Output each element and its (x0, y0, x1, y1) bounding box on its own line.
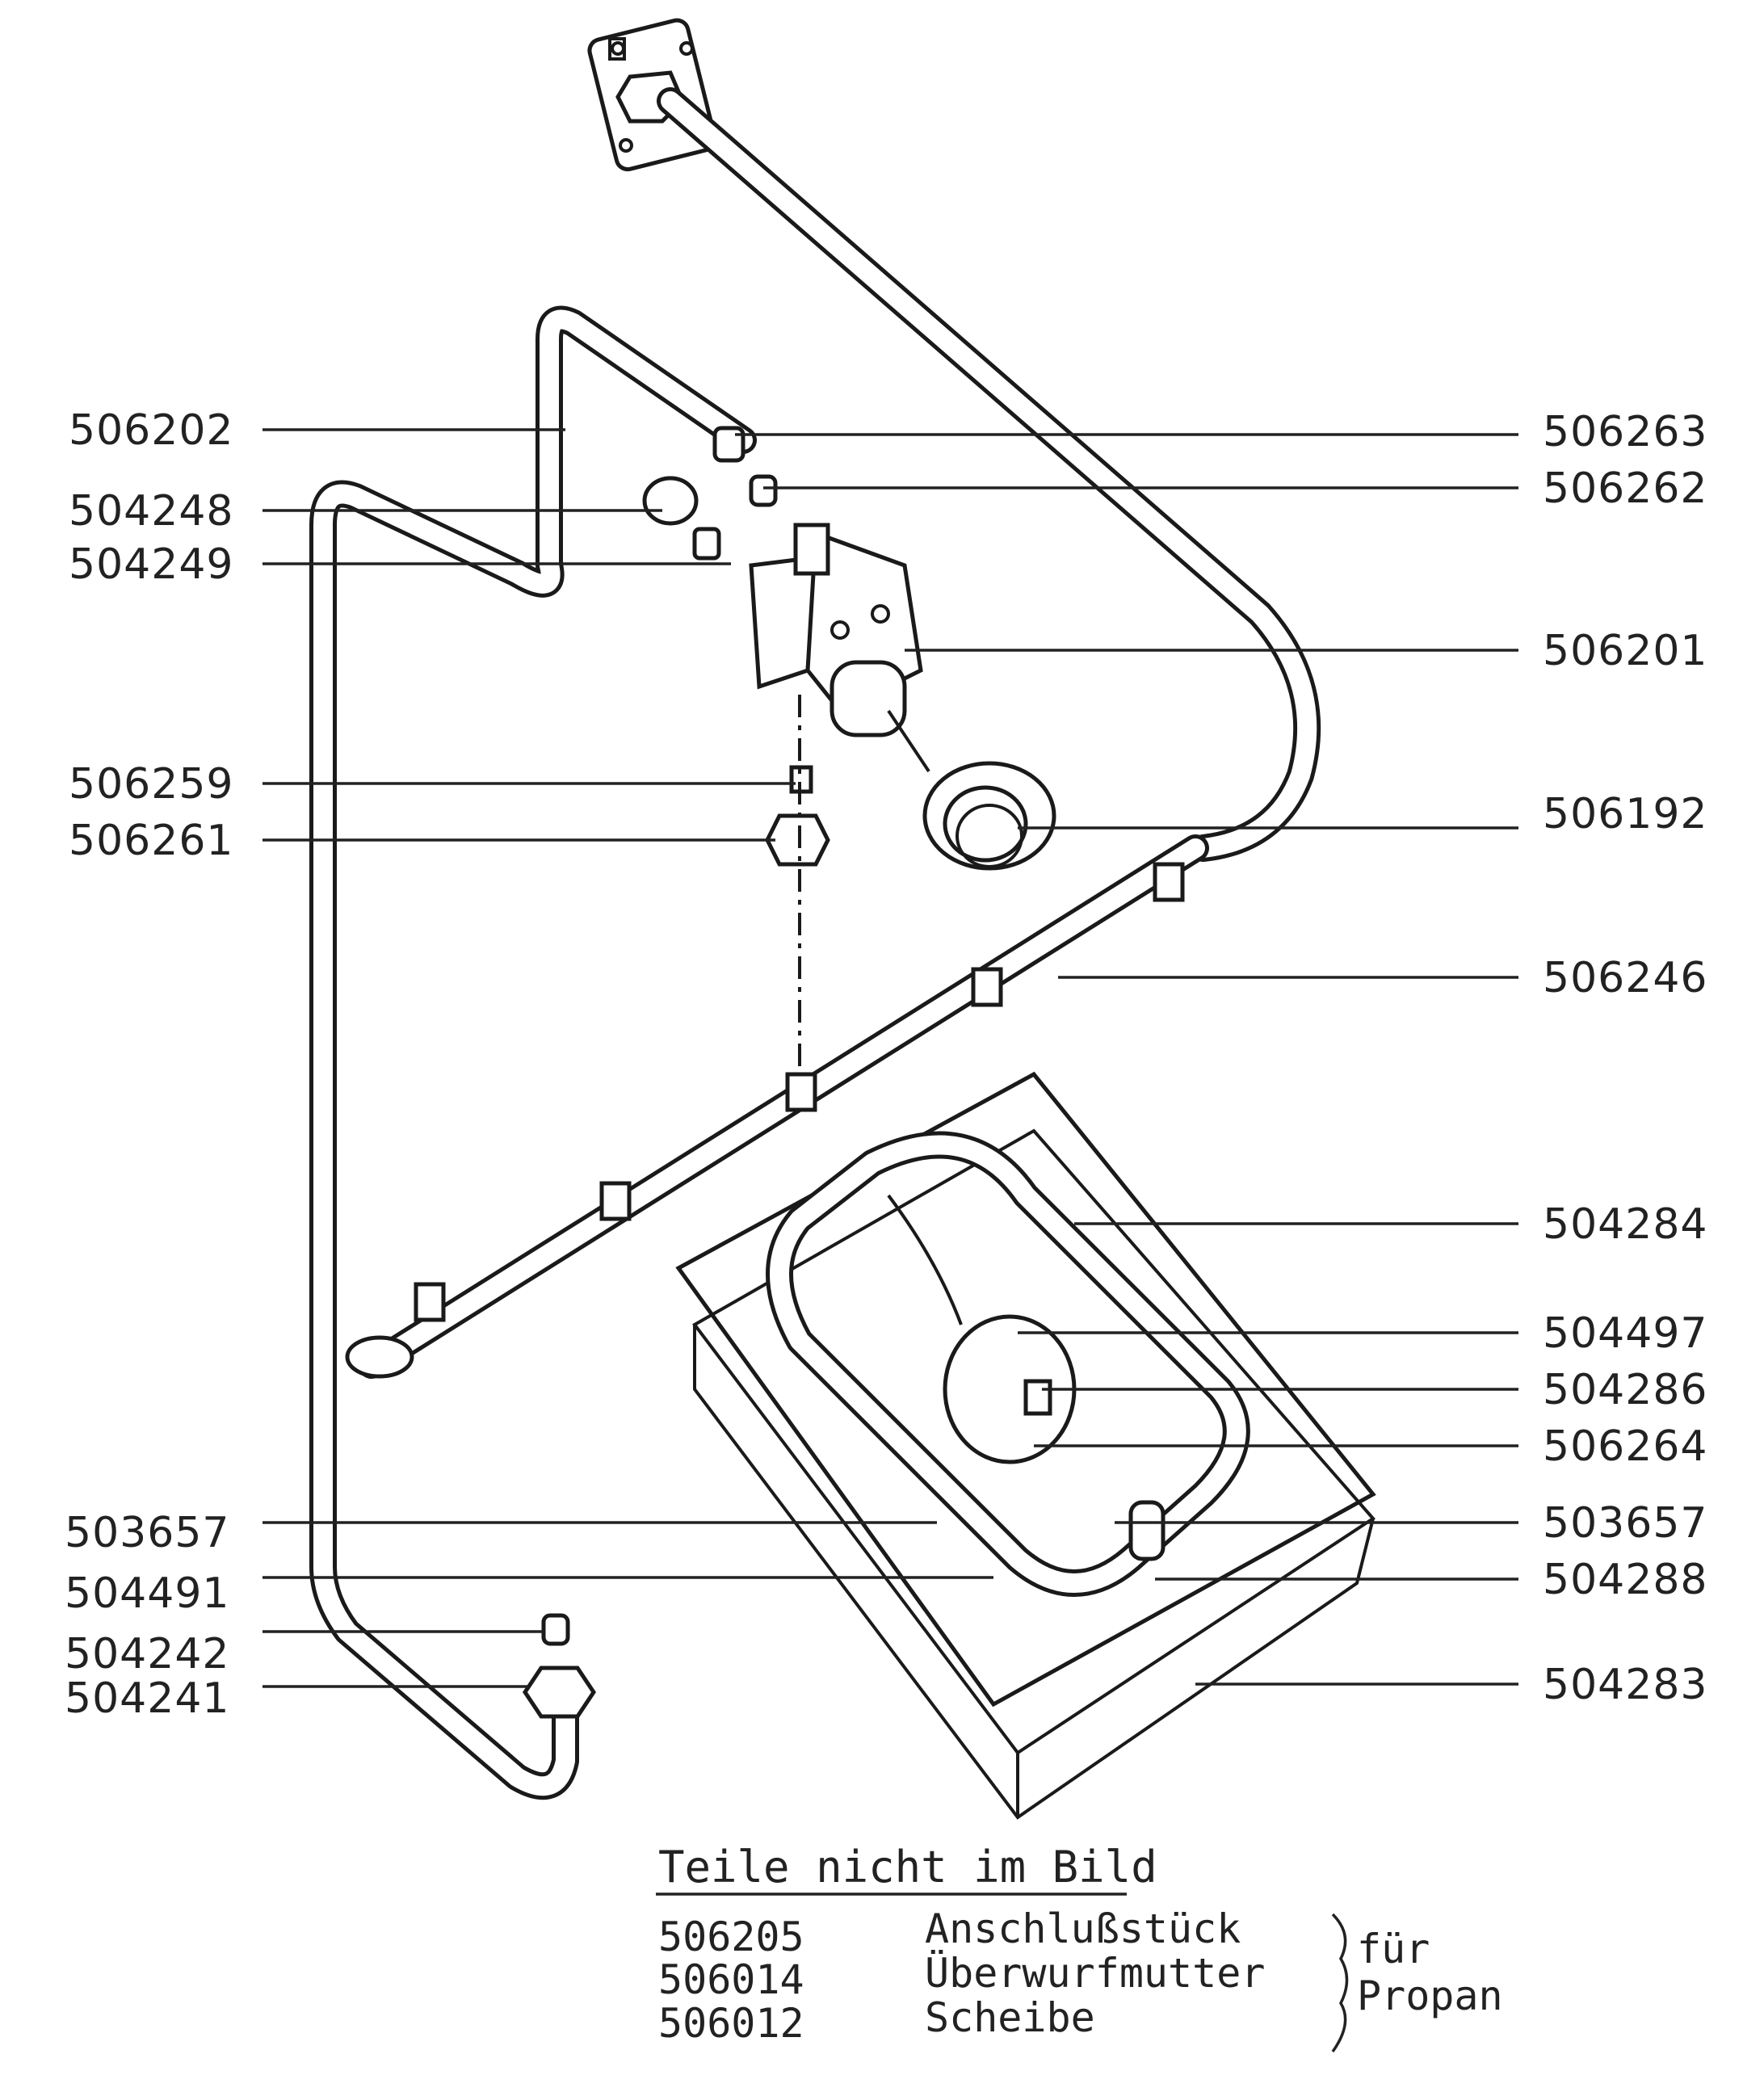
legend-title: Teile nicht im Bild (658, 1842, 1157, 1892)
callout-label: 504491 (65, 1569, 230, 1618)
gas-valve-506201 (749, 523, 930, 773)
burner-bar-506246 (345, 834, 1209, 1379)
legend-name: Anschlußstück (925, 1905, 1241, 1952)
small-fittings (642, 426, 830, 867)
legend-name: Überwurfmutter (925, 1950, 1265, 1997)
callout-label: 506201 (1543, 627, 1708, 675)
legend-number: 506014 (658, 1956, 804, 2003)
pilot-tube-506202 (309, 305, 757, 1800)
parts-drawing (309, 18, 1376, 1820)
main-gas-tube (657, 87, 1321, 862)
valve-knob-506192 (922, 761, 1056, 871)
callout-label: 506263 (1543, 408, 1708, 456)
callout-label: 506246 (1543, 954, 1708, 1002)
legend-number: 506205 (658, 1913, 804, 1960)
callout-label: 504286 (1543, 1366, 1708, 1414)
callout-label: 503657 (1543, 1499, 1708, 1548)
leader-lines (262, 428, 1518, 1688)
mounting-flange (587, 18, 717, 172)
inlet-elbow-504241 (522, 1613, 597, 1719)
legend-note: für (1357, 1926, 1430, 1972)
legend-name: Scheibe (925, 1994, 1095, 2041)
callout-label: 506259 (69, 760, 234, 809)
callout-label: 504248 (69, 487, 234, 536)
callout-label: 504241 (65, 1674, 230, 1723)
callout-label: 504288 (1543, 1556, 1708, 1604)
burner-ring-504284 (766, 1131, 1250, 1597)
callout-label: 504249 (69, 540, 234, 589)
callout-label: 506192 (1543, 790, 1708, 838)
legend-note: Propan (1357, 1972, 1503, 2019)
callout-label: 506261 (69, 817, 234, 865)
callout-label: 504284 (1543, 1200, 1708, 1249)
callout-label: 504497 (1543, 1309, 1708, 1358)
callout-label: 506202 (69, 406, 234, 455)
callout-label: 503657 (65, 1509, 230, 1557)
legend-brace (1331, 1913, 1349, 2053)
legend-number: 506012 (658, 2000, 804, 2047)
parts-not-shown-legend: Teile nicht im Bild 506205 Anschlußstück… (656, 1842, 1503, 2053)
callout-label: 504242 (65, 1630, 230, 1678)
callout-label: 504283 (1543, 1661, 1708, 1709)
callouts-right: 506263 506262 506201 506192 506246 50428… (1543, 408, 1708, 1709)
callout-label: 506264 (1543, 1422, 1708, 1471)
callouts-left: 506202 504248 504249 506259 506261 50365… (65, 406, 234, 1723)
callout-label: 506262 (1543, 464, 1708, 513)
